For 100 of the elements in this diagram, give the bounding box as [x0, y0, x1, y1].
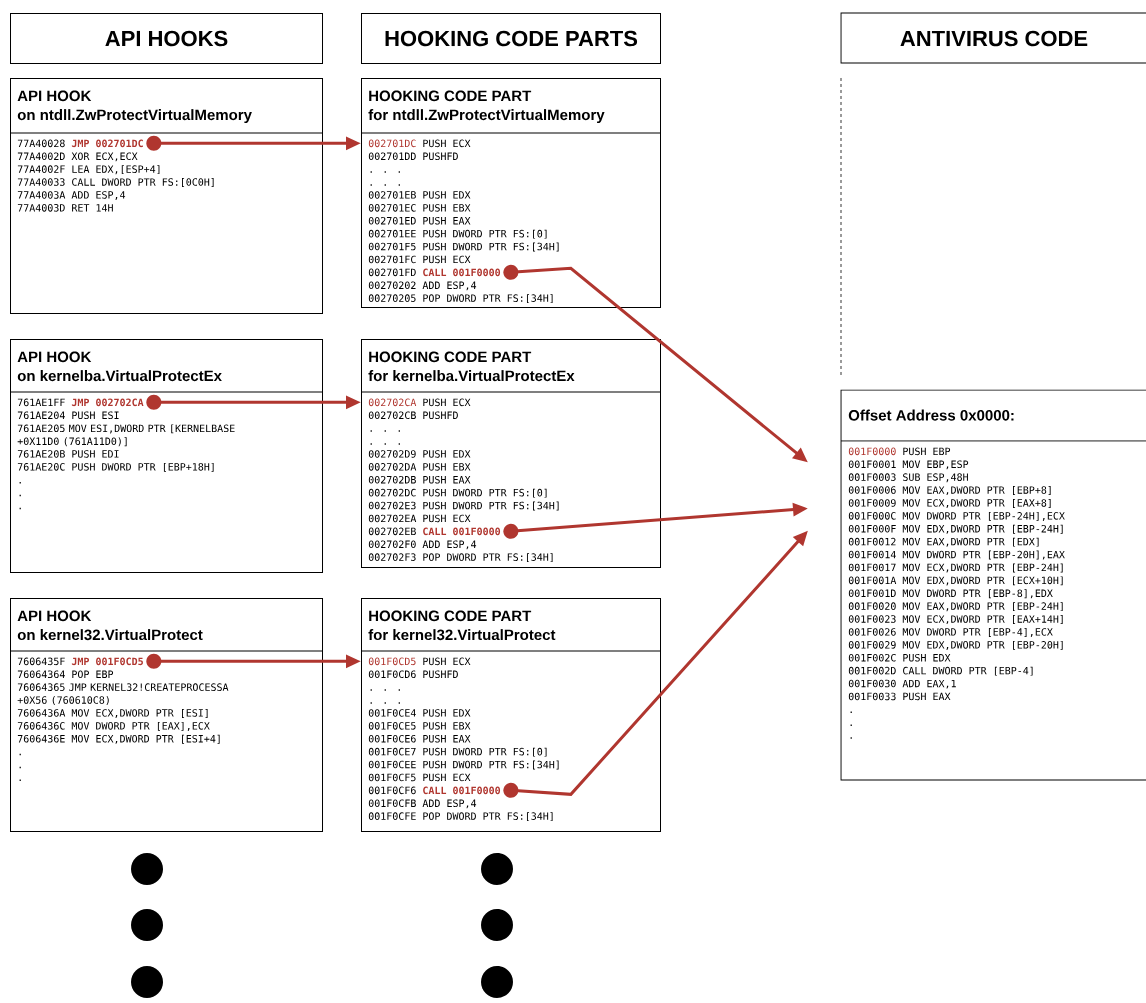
- column-header: ANTIVIRUS CODE: [840, 12, 1146, 64]
- code-line: PUSH ECX: [423, 398, 471, 407]
- code-line: 76064364 POP EBP: [17, 670, 114, 679]
- box-heading: HOOKING CODE PART: [369, 90, 532, 102]
- code-line: 001F0006 MOV EAX,DWORD PTR [EBP+8]: [848, 486, 1051, 496]
- code-line: 001F0020 MOV EAX,DWORD PTR [EBP-24H]: [848, 602, 1063, 612]
- code-line: .: [19, 766, 21, 769]
- code-line: 002702F3 POP DWORD PTR FS:[34H]: [368, 553, 553, 563]
- code-line: 761AE1FF: [17, 398, 65, 407]
- highlighted-instruction: CALL 001F0000: [423, 268, 501, 277]
- code-line: 002702CB PUSHFD: [368, 411, 458, 420]
- code-line: PUSH ECX: [423, 139, 471, 148]
- code-line: 001F0029 MOV EDX,DWORD PTR [EBP-20H]: [848, 640, 1063, 650]
- code-line: .: [19, 494, 21, 497]
- code-line: 001F0012 MOV EAX,DWORD PTR [EDX]: [848, 537, 1039, 547]
- code-line: 002701EE PUSH DWORD PTR FS:[0]: [368, 229, 547, 239]
- code-line: . . .: [370, 689, 400, 691]
- code-line: 001F000F MOV EDX,DWORD PTR [EBP-24H]: [848, 524, 1063, 534]
- code-box: [9, 598, 323, 832]
- box-heading: HOOKING CODE PART: [369, 351, 532, 363]
- code-line: 00270205 POP DWORD PTR FS:[34H]: [368, 294, 553, 304]
- code-box: [840, 389, 1146, 781]
- code-line: . . .: [370, 702, 400, 704]
- code-line: 7606435F: [17, 657, 65, 666]
- box-heading: on kernel32.VirtualProtect: [17, 629, 203, 641]
- code-line: 77A4003D RET 14H: [17, 204, 113, 212]
- code-line: 002701DC: [368, 139, 416, 148]
- code-line: 002702E3 PUSH DWORD PTR FS:[34H]: [368, 501, 559, 511]
- code-line: 001F0017 MOV ECX,DWORD PTR [EBP-24H]: [848, 563, 1063, 573]
- code-line: 001F0030 ADD EAX,1: [848, 679, 956, 689]
- box-heading: for kernel32.VirtualProtect: [368, 629, 556, 641]
- code-line: . . .: [370, 184, 400, 186]
- code-line: 77A4002D XOR ECX,ECX: [17, 152, 138, 162]
- code-line: 002701F5 PUSH DWORD PTR FS:[34H]: [368, 242, 559, 252]
- code-box: [9, 78, 323, 314]
- code-line: 001F0CE5 PUSH EBX: [368, 722, 471, 730]
- code-line: 002702DA PUSH EBX: [368, 463, 471, 471]
- code-line: PUSH ECX: [423, 657, 471, 666]
- box-heading: API HOOK: [17, 610, 92, 622]
- code-line: 001F0CF6: [368, 786, 416, 795]
- code-line: 002701FD: [368, 268, 416, 277]
- code-line: 002701DD PUSHFD: [368, 152, 458, 161]
- box-heading: for kernelba.VirtualProtectEx: [368, 370, 575, 382]
- code-line: 001F0023 MOV ECX,DWORD PTR [EAX+14H]: [848, 615, 1063, 625]
- code-line: .: [19, 507, 21, 510]
- code-line: 001F0CE6 PUSH EAX: [368, 734, 471, 743]
- code-line: 002701FC PUSH ECX: [368, 255, 471, 264]
- box-heading: API HOOK: [17, 90, 92, 102]
- code-line: 77A40033 CALL DWORD PTR FS:[0C0H]: [17, 178, 214, 187]
- code-line: 001F0014 MOV DWORD PTR [EBP-20H],EAX: [848, 550, 1065, 560]
- code-line: 002701EB PUSH EDX: [368, 191, 471, 199]
- code-line: 001F0CFE POP DWORD PTR FS:[34H]: [368, 812, 553, 822]
- code-line: 002702DB PUSH EAX: [368, 475, 471, 484]
- code-line: 002702CA: [368, 398, 417, 407]
- code-line: 761AE205 MOV ESI,DWORD PTR [KERNELBASE +0X11D0 (761A11D0)]: [17, 424, 235, 447]
- highlighted-instruction: JMP 002702CA: [71, 398, 144, 407]
- highlighted-instruction: CALL 001F0000: [423, 786, 501, 795]
- code-line: 001F002C PUSH EDX: [848, 653, 951, 662]
- code-line: PUSH EBP: [903, 447, 951, 456]
- code-box: [360, 78, 661, 308]
- code-line: 00270202 ADD ESP,4: [368, 281, 477, 291]
- box-heading: on kernelba.VirtualProtectEx: [17, 370, 222, 382]
- code-line: 001F0CE7 PUSH DWORD PTR FS:[0]: [368, 747, 547, 757]
- code-line: 77A4002F LEA EDX,[ESP+4]: [17, 165, 160, 175]
- code-box: [9, 339, 323, 573]
- code-line: . . .: [370, 443, 400, 445]
- code-line: 001F0CEE PUSH DWORD PTR FS:[34H]: [368, 760, 559, 770]
- code-line: 001F0026 MOV DWORD PTR [EBP-4],ECX: [848, 628, 1053, 637]
- code-line: 001F001D MOV DWORD PTR [EBP-8],EDX: [848, 589, 1053, 599]
- highlighted-instruction: CALL 001F0000: [423, 527, 501, 536]
- code-line: .: [19, 481, 21, 484]
- code-line: 001F002D CALL DWORD PTR [EBP-4]: [848, 666, 1033, 676]
- code-line: . . .: [370, 430, 400, 432]
- code-line: 002701EC PUSH EBX: [368, 204, 471, 212]
- code-line: 001F0033 PUSH EAX: [848, 692, 951, 701]
- box-heading: HOOKING CODE PART: [369, 610, 532, 622]
- code-line: 002702D9 PUSH EDX: [368, 450, 471, 458]
- code-line: 7606436E MOV ECX,DWORD PTR [ESI+4]: [17, 734, 220, 744]
- code-box: [360, 598, 661, 832]
- highlighted-instruction: JMP 001F0CD5: [71, 657, 143, 666]
- code-line: 76064365 JMP KERNEL32!CREATEPROCESSA +0X56 (760610C8): [17, 683, 229, 705]
- code-line: 761AE204 PUSH ESI: [17, 411, 119, 420]
- code-line: .: [850, 711, 852, 713]
- code-line: 002702DC PUSH DWORD PTR FS:[0]: [368, 488, 547, 498]
- code-line: 002702EA PUSH ECX: [368, 514, 471, 523]
- code-line: 001F0CD5: [368, 657, 416, 666]
- code-line: .: [850, 724, 852, 726]
- code-line: .: [19, 779, 21, 782]
- code-line: 002702F0 ADD ESP,4: [368, 540, 477, 550]
- code-line: 002702EB: [368, 527, 416, 536]
- box-heading: for ntdll.ZwProtectVirtualMemory: [368, 109, 605, 124]
- code-line: 001F0001 MOV EBP,ESP: [848, 460, 969, 470]
- code-line: 7606436C MOV DWORD PTR [EAX],ECX: [17, 721, 210, 731]
- code-line: .: [19, 753, 21, 756]
- box-heading: API HOOK: [17, 351, 92, 363]
- box-heading: on ntdll.ZwProtectVirtualMemory: [17, 109, 252, 124]
- code-line: 001F0009 MOV ECX,DWORD PTR [EAX+8]: [848, 499, 1051, 508]
- code-line: 7606436A MOV ECX,DWORD PTR [ESI]: [17, 709, 208, 718]
- code-line: 77A40028: [17, 139, 65, 148]
- code-line: 001F0CF5 PUSH ECX: [368, 773, 471, 782]
